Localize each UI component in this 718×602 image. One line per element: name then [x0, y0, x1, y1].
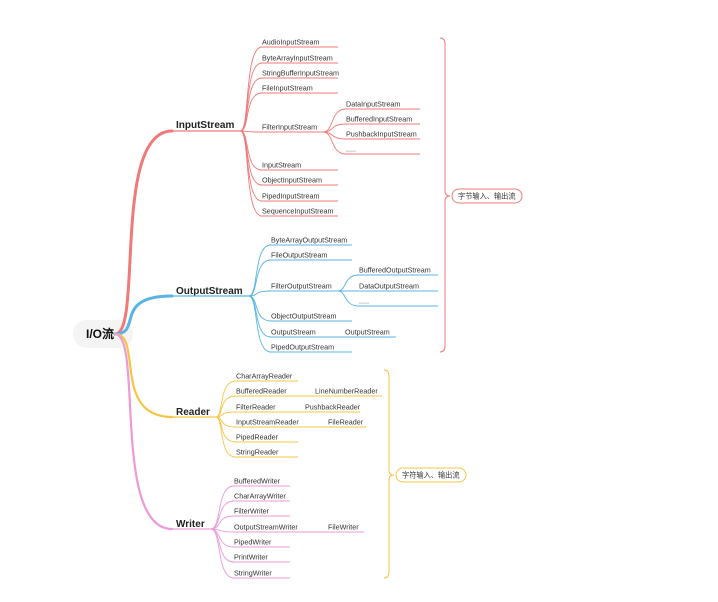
input-leaf-connector [240, 130, 263, 186]
writer-leaf-item[interactable]: FilterWriter [234, 507, 270, 516]
byte-stream-summary-brace [439, 37, 451, 353]
writer-leaf-item[interactable]: PrintWriter [234, 553, 268, 562]
input-leaf-connector [240, 77, 263, 132]
input-subleaf-item[interactable]: ..... [346, 145, 356, 154]
input-leaf-item[interactable]: FileInputStream [262, 84, 313, 93]
reader-branch-label[interactable]: Reader [176, 407, 210, 418]
root-label[interactable]: I/O流 [86, 326, 114, 341]
input-leaf-connector [239, 130, 263, 217]
root-node-bubble [73, 320, 133, 348]
output-leaf-item[interactable]: ObjectOutputStream [271, 312, 337, 321]
writer-leaf-item[interactable]: BufferedWriter [234, 477, 281, 486]
output-subleaf-connector [337, 274, 360, 292]
output-branch: OutputStream ByteArrayOutputStreamFileOut… [172, 236, 438, 353]
reader-branch-connector [113, 332, 174, 419]
output-leaf-connector [248, 290, 272, 297]
input-branch-label[interactable]: InputStream [176, 120, 234, 131]
input-leaf-item[interactable]: PipedInputStream [262, 192, 320, 201]
reader-leaf-connector [215, 416, 237, 458]
output-leaf-item[interactable]: OutputStream [271, 328, 316, 337]
output-leaf-connector [248, 244, 272, 297]
input-leaf-item[interactable]: ObjectInputStream [262, 176, 322, 185]
byte-stream-summary-box[interactable] [451, 188, 523, 204]
reader-subleaf-item[interactable]: PushbackReader [305, 403, 361, 412]
writer-branch-label[interactable]: Writer [176, 519, 205, 530]
output-branch-connector [113, 294, 174, 336]
input-subleaf-item[interactable]: PushbackInputStream [346, 130, 417, 139]
char-stream-summary-brace [383, 369, 395, 579]
output-leaf-connector [248, 259, 272, 297]
input-leaf-connector [239, 130, 263, 202]
input-leaf-connector [239, 62, 263, 132]
writer-leaf-connector [210, 500, 235, 530]
writer-leaf-item[interactable]: PipedWriter [234, 538, 272, 547]
input-subleaf-item[interactable]: DataInputStream [346, 100, 400, 109]
writer-branch: Writer BufferedWriterCharArrayWriterFilte… [172, 477, 364, 579]
writer-subleaf-item[interactable]: FileWriter [328, 523, 359, 532]
reader-subleaf-item[interactable]: LineNumberReader [315, 387, 378, 396]
byte-stream-summary: 字节输入、输出流 [439, 37, 523, 353]
output-subleaf-item[interactable]: BufferedOutputStream [359, 266, 431, 275]
output-subleaf-item[interactable]: OutputStream [345, 328, 390, 337]
output-leaf-connector [248, 295, 272, 353]
writer-leaf-item[interactable]: StringWriter [234, 569, 272, 578]
input-leaf-item[interactable]: SequenceInputStream [262, 207, 334, 216]
char-stream-summary-label: 字符输入、输出流 [402, 471, 460, 480]
reader-leaf-connector [215, 395, 237, 418]
reader-leaf-item[interactable]: FilterReader [236, 403, 276, 412]
input-subleaf-item[interactable]: BufferedInputStream [346, 115, 412, 124]
output-subleaf-item[interactable]: DataOutputStream [359, 282, 419, 291]
reader-leaf-item[interactable]: PipedReader [236, 433, 279, 442]
root-node[interactable]: I/O流 [73, 320, 133, 348]
output-leaf-item[interactable]: FilterOutputStream [271, 282, 332, 291]
input-leaf-item[interactable]: InputStream [262, 161, 301, 170]
writer-branch-connector [113, 332, 174, 531]
reader-subleaf-item[interactable]: FileReader [328, 418, 364, 427]
writer-leaf-connector [210, 485, 235, 530]
input-leaf-item[interactable]: AudioInputStream [262, 38, 320, 47]
input-leaf-connector [240, 130, 263, 133]
char-stream-summary: 字符输入、输出流 [383, 369, 467, 579]
writer-leaf-connector [210, 528, 235, 563]
input-branch: InputStream AudioInputStreamByteArrayInpu… [172, 38, 420, 217]
output-leaf-item[interactable]: PipedOutputStream [271, 343, 334, 352]
reader-leaf-item[interactable]: StringReader [236, 448, 279, 457]
input-subleaf-connector [323, 108, 347, 133]
input-leaf-item[interactable]: StringBufferInputStream [262, 69, 339, 78]
input-leaf-item[interactable]: ByteArrayInputStream [262, 54, 333, 63]
writer-leaf-connector [210, 528, 235, 579]
input-leaf-connector [240, 92, 263, 132]
output-subleaf-connector [337, 290, 360, 307]
output-leaf-connector [248, 295, 272, 338]
reader-leaf-item[interactable]: CharArrayReader [236, 372, 293, 381]
input-subleaf-connector [323, 131, 347, 155]
char-stream-summary-box[interactable] [395, 467, 467, 483]
reader-leaf-item[interactable]: InputStreamReader [236, 418, 299, 427]
output-branch-label[interactable]: OutputStream [176, 286, 243, 297]
reader-leaf-item[interactable]: BufferedReader [236, 387, 287, 396]
output-leaf-item[interactable]: FileOutputStream [271, 251, 327, 260]
reader-leaf-connector [215, 380, 237, 418]
output-subleaf-item[interactable]: ..... [359, 297, 369, 306]
input-leaf-item[interactable]: FilterInputStream [262, 123, 317, 132]
byte-stream-summary-label: 字节输入、输出流 [458, 192, 516, 201]
writer-leaf-item[interactable]: CharArrayWriter [234, 492, 286, 501]
input-branch-connector [113, 129, 174, 336]
writer-leaf-item[interactable]: OutputStreamWriter [234, 523, 298, 532]
output-leaf-item[interactable]: ByteArrayOutputStream [271, 236, 347, 245]
